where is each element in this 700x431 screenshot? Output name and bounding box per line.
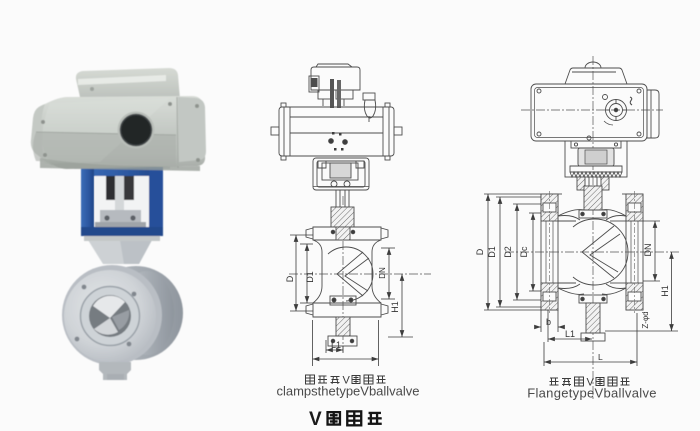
svg-text:D2: D2: [503, 246, 513, 258]
svg-text:clampsthetypeVballvalve: clampsthetypeVballvalve: [276, 384, 419, 399]
svg-text:Dc: Dc: [519, 246, 529, 257]
svg-text:H1: H1: [390, 301, 400, 313]
svg-text:V: V: [587, 377, 595, 389]
svg-text:L: L: [598, 352, 603, 362]
svg-text:DN: DN: [378, 267, 387, 279]
svg-text:L1: L1: [565, 329, 575, 339]
svg-text:Z-φd: Z-φd: [641, 311, 650, 328]
svg-text:b: b: [546, 317, 551, 327]
svg-text:D1: D1: [487, 246, 497, 258]
svg-text:D1: D1: [305, 271, 315, 283]
svg-text:L1: L1: [331, 340, 341, 350]
svg-text:V: V: [343, 375, 351, 387]
svg-text:H1: H1: [660, 285, 670, 297]
svg-text:D: D: [475, 248, 485, 255]
svg-text:DN: DN: [643, 244, 653, 257]
svg-text:V: V: [309, 409, 322, 430]
svg-text:D: D: [285, 275, 295, 282]
svg-text:FlangetypeVballvalve: FlangetypeVballvalve: [527, 386, 657, 401]
